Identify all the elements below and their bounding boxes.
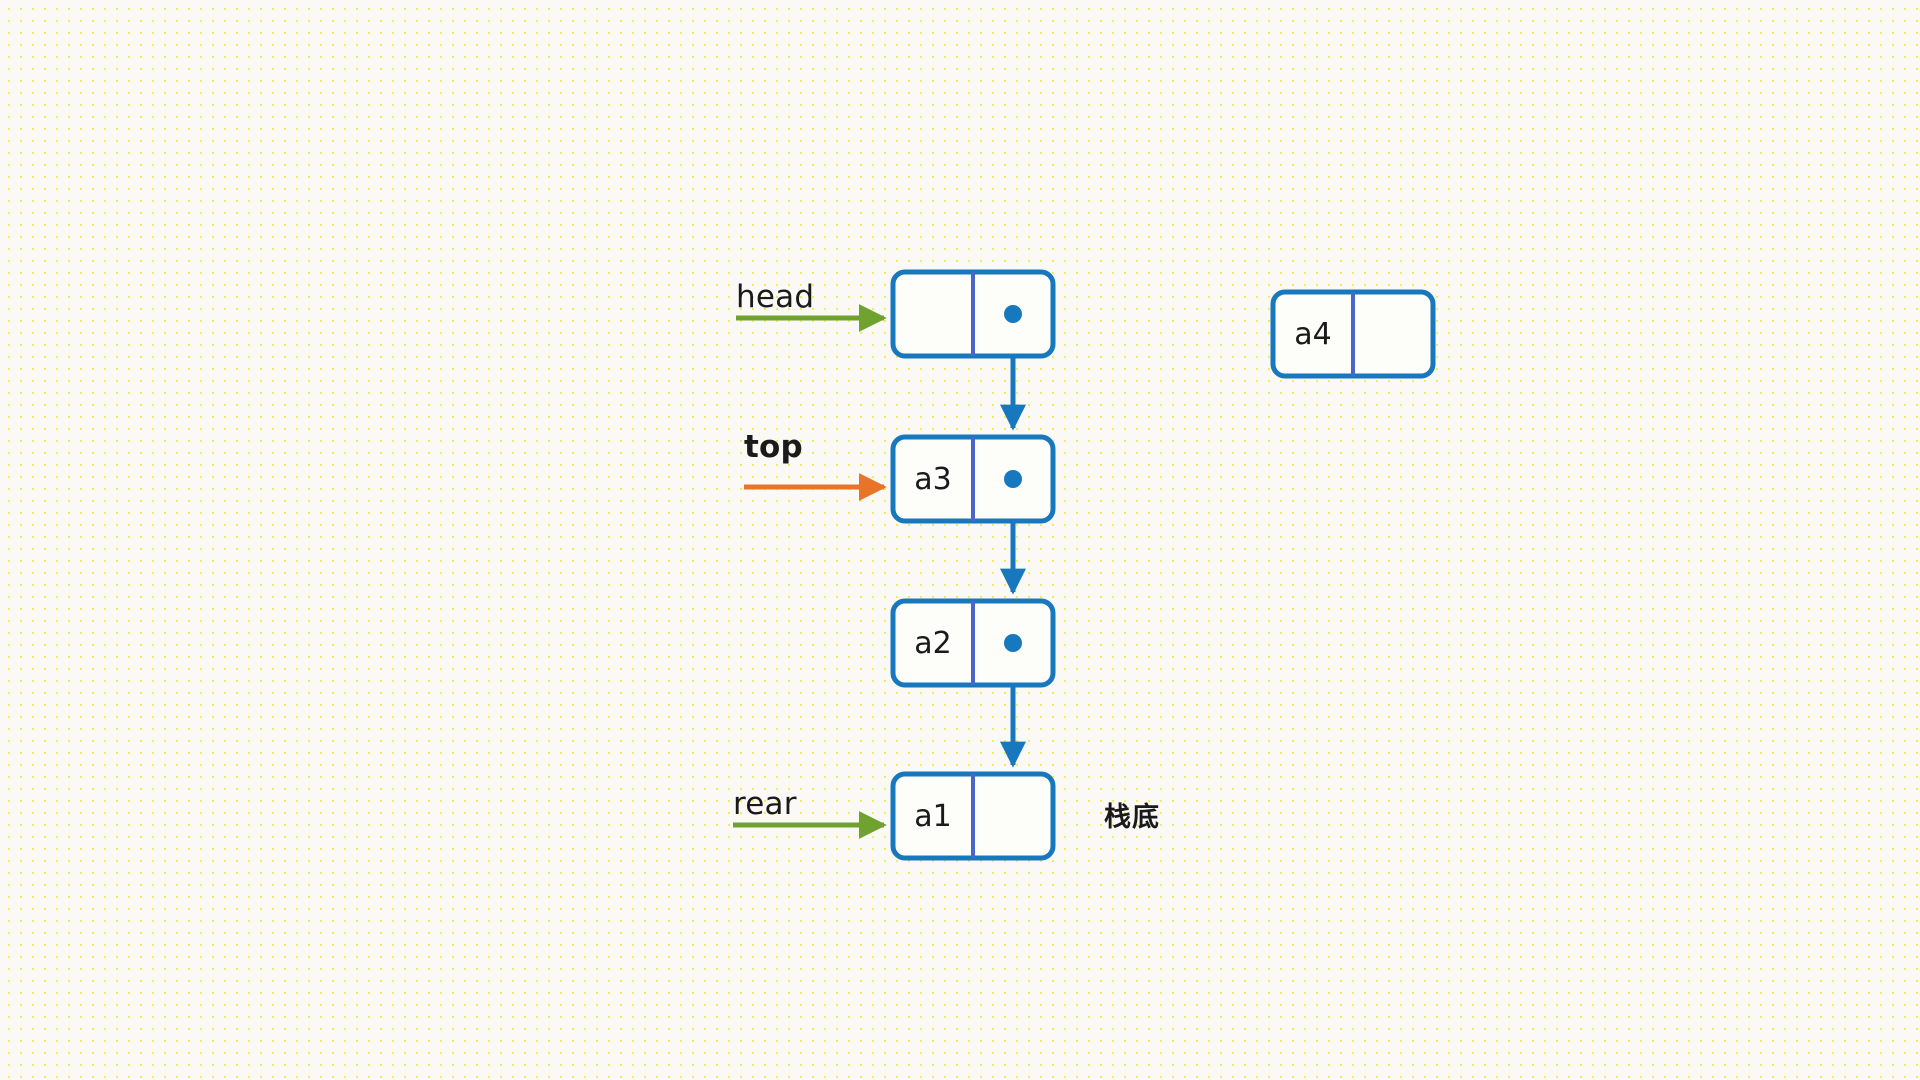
- node-a1[interactable]: [890, 771, 1056, 861]
- node-a2-data-value: a2: [914, 626, 952, 661]
- stack-bottom-label: 栈底: [1104, 802, 1160, 833]
- node-a4-detached[interactable]: [1270, 289, 1436, 379]
- node-a3-data-value: a3: [914, 462, 952, 497]
- head-label: head: [736, 279, 815, 315]
- node-a4-data-value: a4: [1294, 317, 1332, 352]
- top-label: top: [744, 429, 803, 465]
- node-a3[interactable]: [890, 434, 1056, 524]
- node-a1-data-value: a1: [914, 799, 952, 834]
- node-head[interactable]: [890, 269, 1056, 359]
- rear-label: rear: [733, 786, 797, 822]
- node-a2[interactable]: [890, 598, 1056, 688]
